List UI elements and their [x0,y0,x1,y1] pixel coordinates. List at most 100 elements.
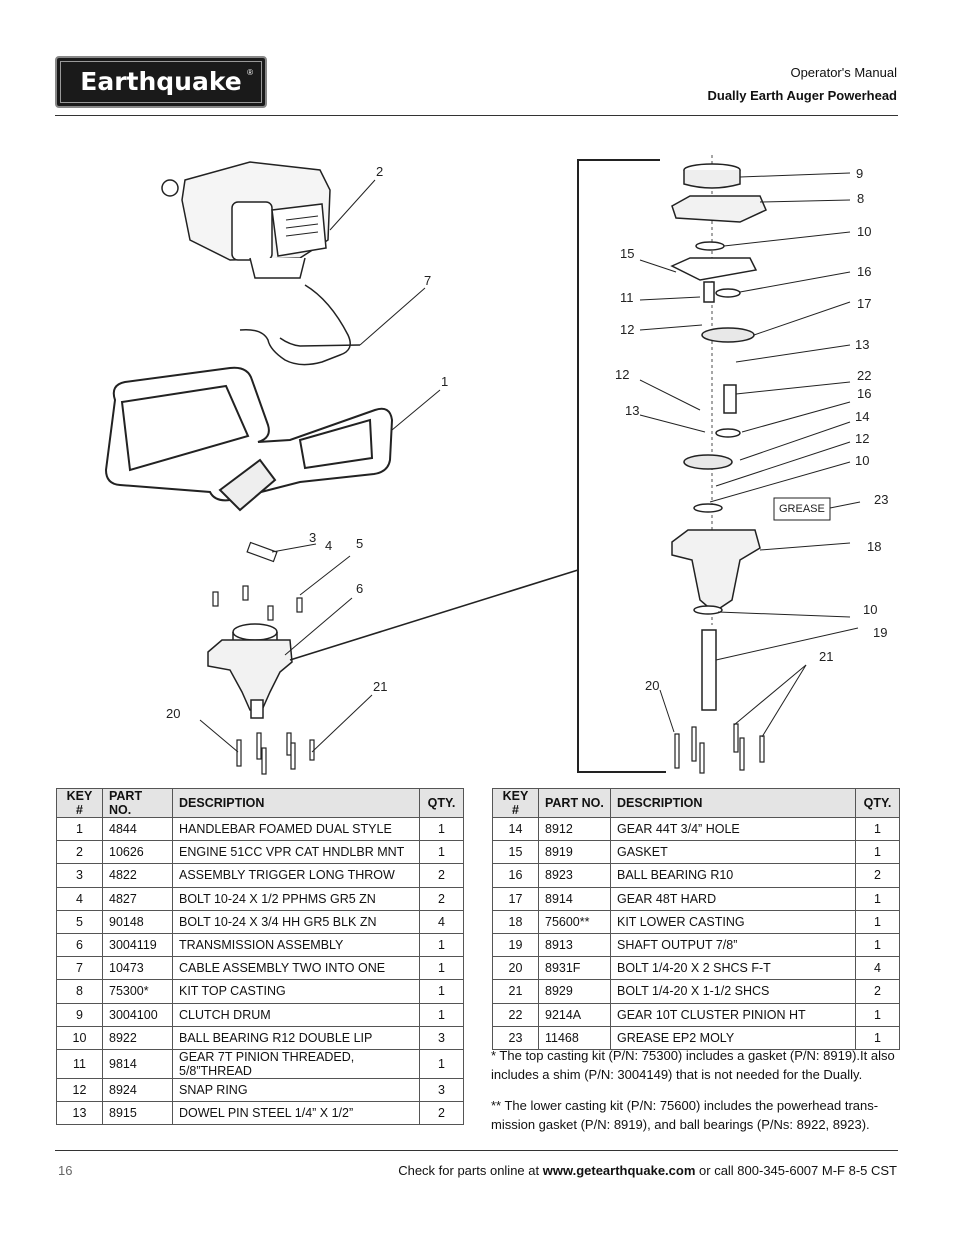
key-cell: 19 [492,932,539,958]
key-cell: 13 [56,1101,103,1126]
callout-10a: 10 [857,224,871,239]
header-divider [55,115,898,116]
col-description: DESCRIPTION [172,788,420,818]
callout-12a: 12 [620,322,634,337]
description-cell: KIT TOP CASTING [172,979,420,1004]
callout-17: 17 [857,296,871,311]
handlebar-drawing [104,366,394,563]
key-cell: 18 [492,909,539,934]
footnote-lower-casting: ** The lower casting kit (P/N: 75600) in… [491,1098,879,1132]
description-cell: BOLT 1/4-20 X 2 SHCS F-T [610,956,856,981]
callout-8: 8 [857,191,864,206]
key-cell: 22 [492,1002,539,1027]
description-cell: CLUTCH DRUM [172,1002,420,1027]
key-cell: 16 [492,863,539,888]
qty-cell: 1 [419,816,464,842]
description-cell: HANDLEBAR FOAMED DUAL STYLE [172,816,420,842]
table-header-row: KEY # PART NO. DESCRIPTION QTY. [492,788,900,818]
key-cell: 21 [492,979,539,1004]
qty-cell: 4 [419,909,464,934]
part-no-cell: 3004119 [102,932,173,958]
callout-4: 4 [325,538,332,553]
part-no-cell: 90148 [102,909,173,934]
footnote-top-casting: * The top casting kit (P/N: 75300) inclu… [491,1048,895,1082]
callout-16b: 16 [857,386,871,401]
callout-13a: 13 [855,337,869,352]
callout-10c: 10 [863,602,877,617]
part-no-cell: 10626 [102,840,173,865]
key-cell: 6 [56,932,103,958]
key-cell: 4 [56,886,103,911]
key-cell: 15 [492,840,539,865]
key-cell: 20 [492,956,539,981]
earthquake-logo: Earthquake ® [55,56,267,108]
callout-3: 3 [309,530,316,545]
qty-cell: 3 [419,1077,464,1103]
col-key: KEY # [56,788,103,818]
description-cell: GEAR 48T HARD [610,886,856,911]
callout-20-left: 20 [166,706,180,721]
callout-22: 22 [857,368,871,383]
grease-label: GREASE [779,503,825,515]
part-no-cell: 8915 [102,1101,173,1126]
description-cell: DOWEL PIN STEEL 1/4” X 1/2” [172,1101,420,1126]
part-no-cell: 4844 [102,816,173,842]
table-header-row: KEY # PART NO. DESCRIPTION QTY. [56,788,464,818]
callout-19: 19 [873,625,887,640]
key-cell: 10 [56,1025,103,1050]
key-cell: 2 [56,840,103,865]
qty-cell: 3 [419,1025,464,1050]
footer-text-after: or call 800-345-6007 M-F 8-5 CST [695,1163,897,1178]
website-link[interactable]: www.getearthquake.com [542,1163,696,1178]
description-cell: GASKET [610,840,856,865]
callout-14: 14 [855,409,869,424]
key-cell: 8 [56,979,103,1004]
description-cell: BALL BEARING R12 DOUBLE LIP [172,1025,420,1050]
callout-20-right: 20 [645,678,659,693]
callout-21-right: 21 [819,649,833,664]
part-no-cell: 8919 [538,840,611,865]
callout-16a: 16 [857,264,871,279]
long-bolts-left-drawing [236,732,315,775]
qty-cell: 2 [855,979,900,1004]
part-no-cell: 9214A [538,1002,611,1027]
engine-drawing [161,161,331,279]
description-cell: CABLE ASSEMBLY TWO INTO ONE [172,956,420,981]
key-cell: 14 [492,816,539,842]
part-no-cell: 8912 [538,816,611,842]
callout-12c: 12 [855,431,869,446]
col-qty: QTY. [855,788,900,818]
part-no-cell: 8913 [538,932,611,958]
key-cell: 11 [56,1048,103,1079]
description-cell: GEAR 10T CLUSTER PINION HT [610,1002,856,1027]
callout-9: 9 [856,166,863,181]
part-no-cell: 8914 [538,886,611,911]
cable-drawing [239,284,361,366]
part-no-cell: 75600** [538,909,611,934]
qty-cell: 1 [855,886,900,911]
manual-title: Operator's Manual [790,65,897,80]
description-cell: ASSEMBLY TRIGGER LONG THROW [172,863,420,888]
description-cell: SHAFT OUTPUT 7/8” [610,932,856,958]
key-cell: 17 [492,886,539,911]
callout-13b: 13 [625,403,639,418]
page-number: 16 [58,1163,73,1178]
part-no-cell: 8924 [102,1077,173,1103]
description-cell: TRANSMISSION ASSEMBLY [172,932,420,958]
description-cell: KIT LOWER CASTING [610,909,856,934]
part-no-cell: 3004100 [102,1002,173,1027]
